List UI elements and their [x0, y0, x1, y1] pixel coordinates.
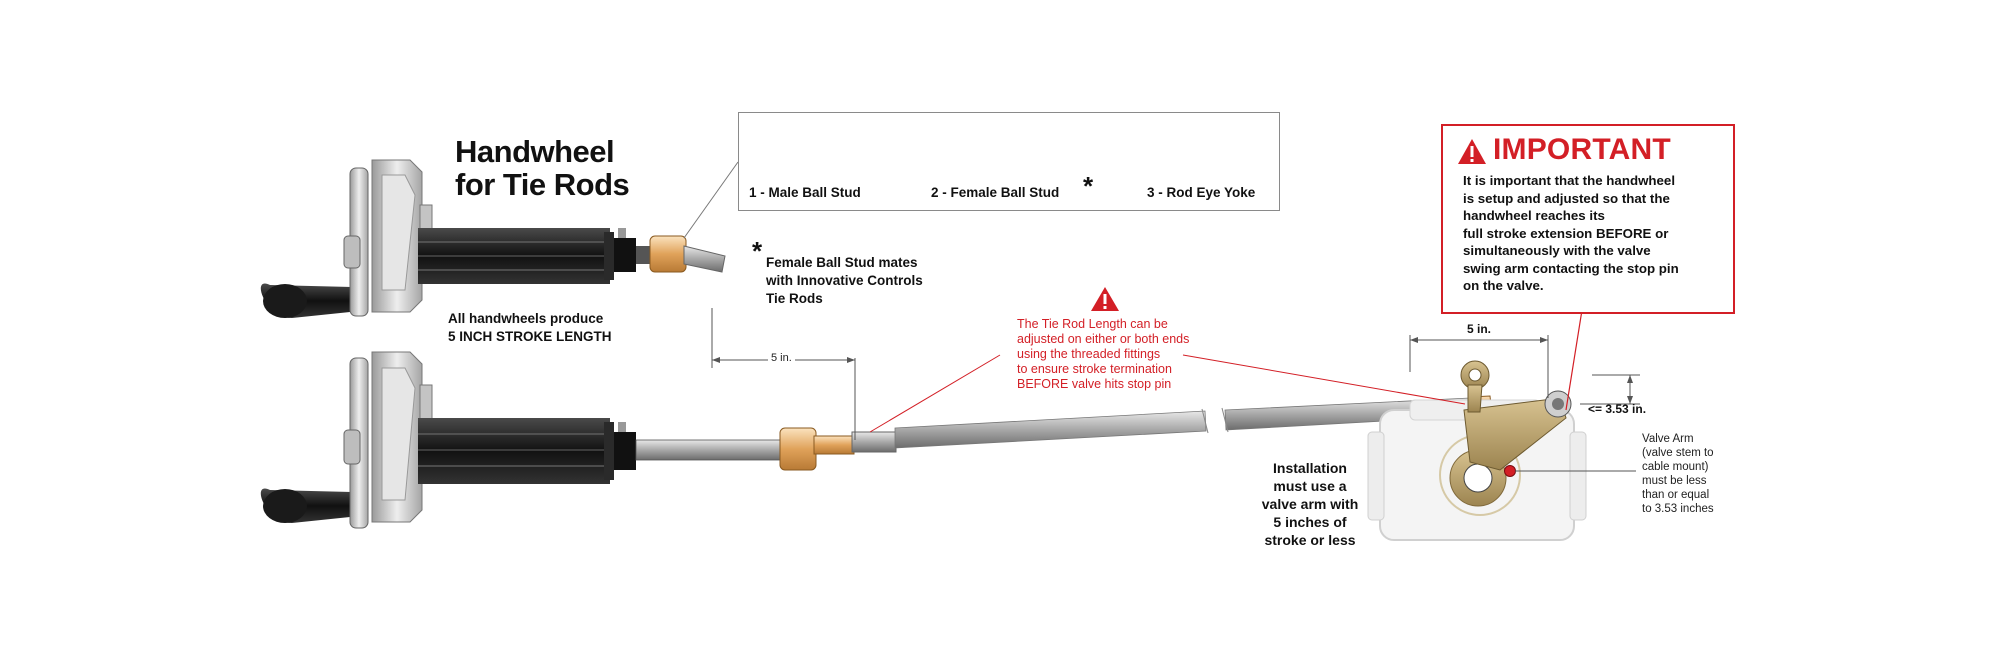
important-line-2: is setup and adjusted so that the	[1463, 190, 1670, 206]
top-rod-gland	[614, 238, 636, 272]
fitting-legend: 1 - Male Ball Stud 2 - Female Ball Stud …	[738, 112, 1280, 211]
installation-line-5: stroke or less	[1264, 532, 1356, 548]
stop-pin	[1504, 465, 1516, 477]
tie-rod-note-line-4: to ensure stroke termination	[1017, 362, 1172, 376]
valve-arm-line-3: cable mount)	[1642, 461, 1709, 473]
stroke-length-note: All handwheels produce 5 INCH STROKE LEN…	[448, 310, 612, 346]
top-housing-detail	[381, 174, 416, 291]
bottom-piston-rod	[635, 439, 789, 461]
important-line-4: full stroke extension BEFORE or	[1463, 225, 1669, 241]
legend-item-rod-eye-yoke: 3 - Rod Eye Yoke	[1147, 185, 1256, 200]
top-wheel-hub	[343, 235, 361, 269]
female-ball-stud-note: Female Ball Stud mates with Innovative C…	[766, 254, 923, 308]
top-female-ball-stud	[649, 235, 687, 273]
bottom-female-ball-stud	[779, 427, 817, 471]
valve-assembly	[1367, 360, 1587, 541]
installation-line-3: valve arm with	[1261, 496, 1359, 512]
female-note-asterisk: *	[752, 236, 763, 266]
important-notice: IMPORTANT It is important that the handw…	[1441, 124, 1735, 314]
warning-triangle-icon	[1091, 287, 1119, 311]
threaded-fitting	[851, 431, 897, 453]
valve-swing-arm	[1463, 397, 1567, 471]
valve-arm-line-5: than or equal	[1642, 489, 1710, 501]
important-title: IMPORTANT	[1493, 133, 1671, 166]
important-line-6: swing arm contacting the stop pin	[1463, 260, 1679, 276]
stroke-dimension-label: 5 in.	[768, 352, 795, 364]
bottom-cylinder	[418, 418, 610, 484]
installation-line-4: 5 inches of	[1273, 514, 1347, 530]
important-line-7: on the valve.	[1463, 278, 1544, 293]
valve-width-label: 5 in.	[1465, 322, 1494, 336]
important-warning-icon	[1458, 139, 1486, 164]
tie-rod-note-line-2: adjusted on either or both ends	[1017, 332, 1190, 346]
tie-rod-note-line-5: BEFORE valve hits stop pin	[1017, 377, 1172, 391]
stroke-note-line-2: 5 INCH STROKE LENGTH	[448, 329, 612, 344]
valve-arm-line-2: (valve stem to	[1642, 447, 1714, 459]
female-note-line-1: Female Ball Stud mates	[766, 255, 918, 270]
valve-arm-line-4: must be less	[1642, 475, 1707, 487]
important-line-5: simultaneously with the valve	[1463, 243, 1651, 258]
tie-rod-note-line-1: The Tie Rod Length can be	[1017, 317, 1168, 331]
installation-note: Installation must use a valve arm with 5…	[1250, 459, 1370, 549]
tie-rod-segment-left	[894, 410, 1207, 449]
page-title: Handwheel for Tie Rods	[455, 134, 630, 202]
valve-arm-height-label: <= 3.53 in.	[1588, 402, 1647, 416]
top-handle-knob-end	[263, 284, 307, 318]
important-line-1: It is important that the handwheel	[1463, 173, 1676, 188]
tie-rod-adjustment-note: The Tie Rod Length can be adjusted on ei…	[1017, 317, 1189, 392]
tie-rod-note-line-3: using the threaded fittings	[1017, 347, 1161, 361]
top-handwheel	[260, 159, 726, 318]
valve-arm-note: Valve Arm (valve stem to cable mount) mu…	[1642, 432, 1742, 516]
dimension-arrows	[712, 337, 1633, 404]
bottom-handwheel	[260, 351, 897, 529]
installation-line-2: must use a	[1273, 478, 1347, 494]
valve-arm-line-6: to 3.53 inches	[1642, 503, 1714, 515]
legend-asterisk-marker: *	[1083, 171, 1094, 201]
top-cylinder-endcap	[604, 232, 614, 280]
important-line-3: handwheel reaches its	[1463, 208, 1605, 223]
female-note-line-3: Tie Rods	[766, 291, 823, 306]
legend-item-male-ball-stud: 1 - Male Ball Stud	[749, 185, 861, 200]
stroke-note-line-1: All handwheels produce	[448, 311, 604, 326]
valve-arm-line-1: Valve Arm	[1642, 433, 1694, 445]
installation-line-1: Installation	[1273, 460, 1347, 476]
important-body: It is important that the handwheel is se…	[1463, 172, 1725, 295]
legend-item-female-ball-stud: 2 - Female Ball Stud	[931, 185, 1060, 200]
title-line-1: Handwheel	[455, 134, 615, 169]
title-line-2: for Tie Rods	[455, 167, 630, 202]
female-note-line-2: with Innovative Controls	[766, 273, 923, 288]
top-ball-stud-shank	[683, 245, 726, 273]
